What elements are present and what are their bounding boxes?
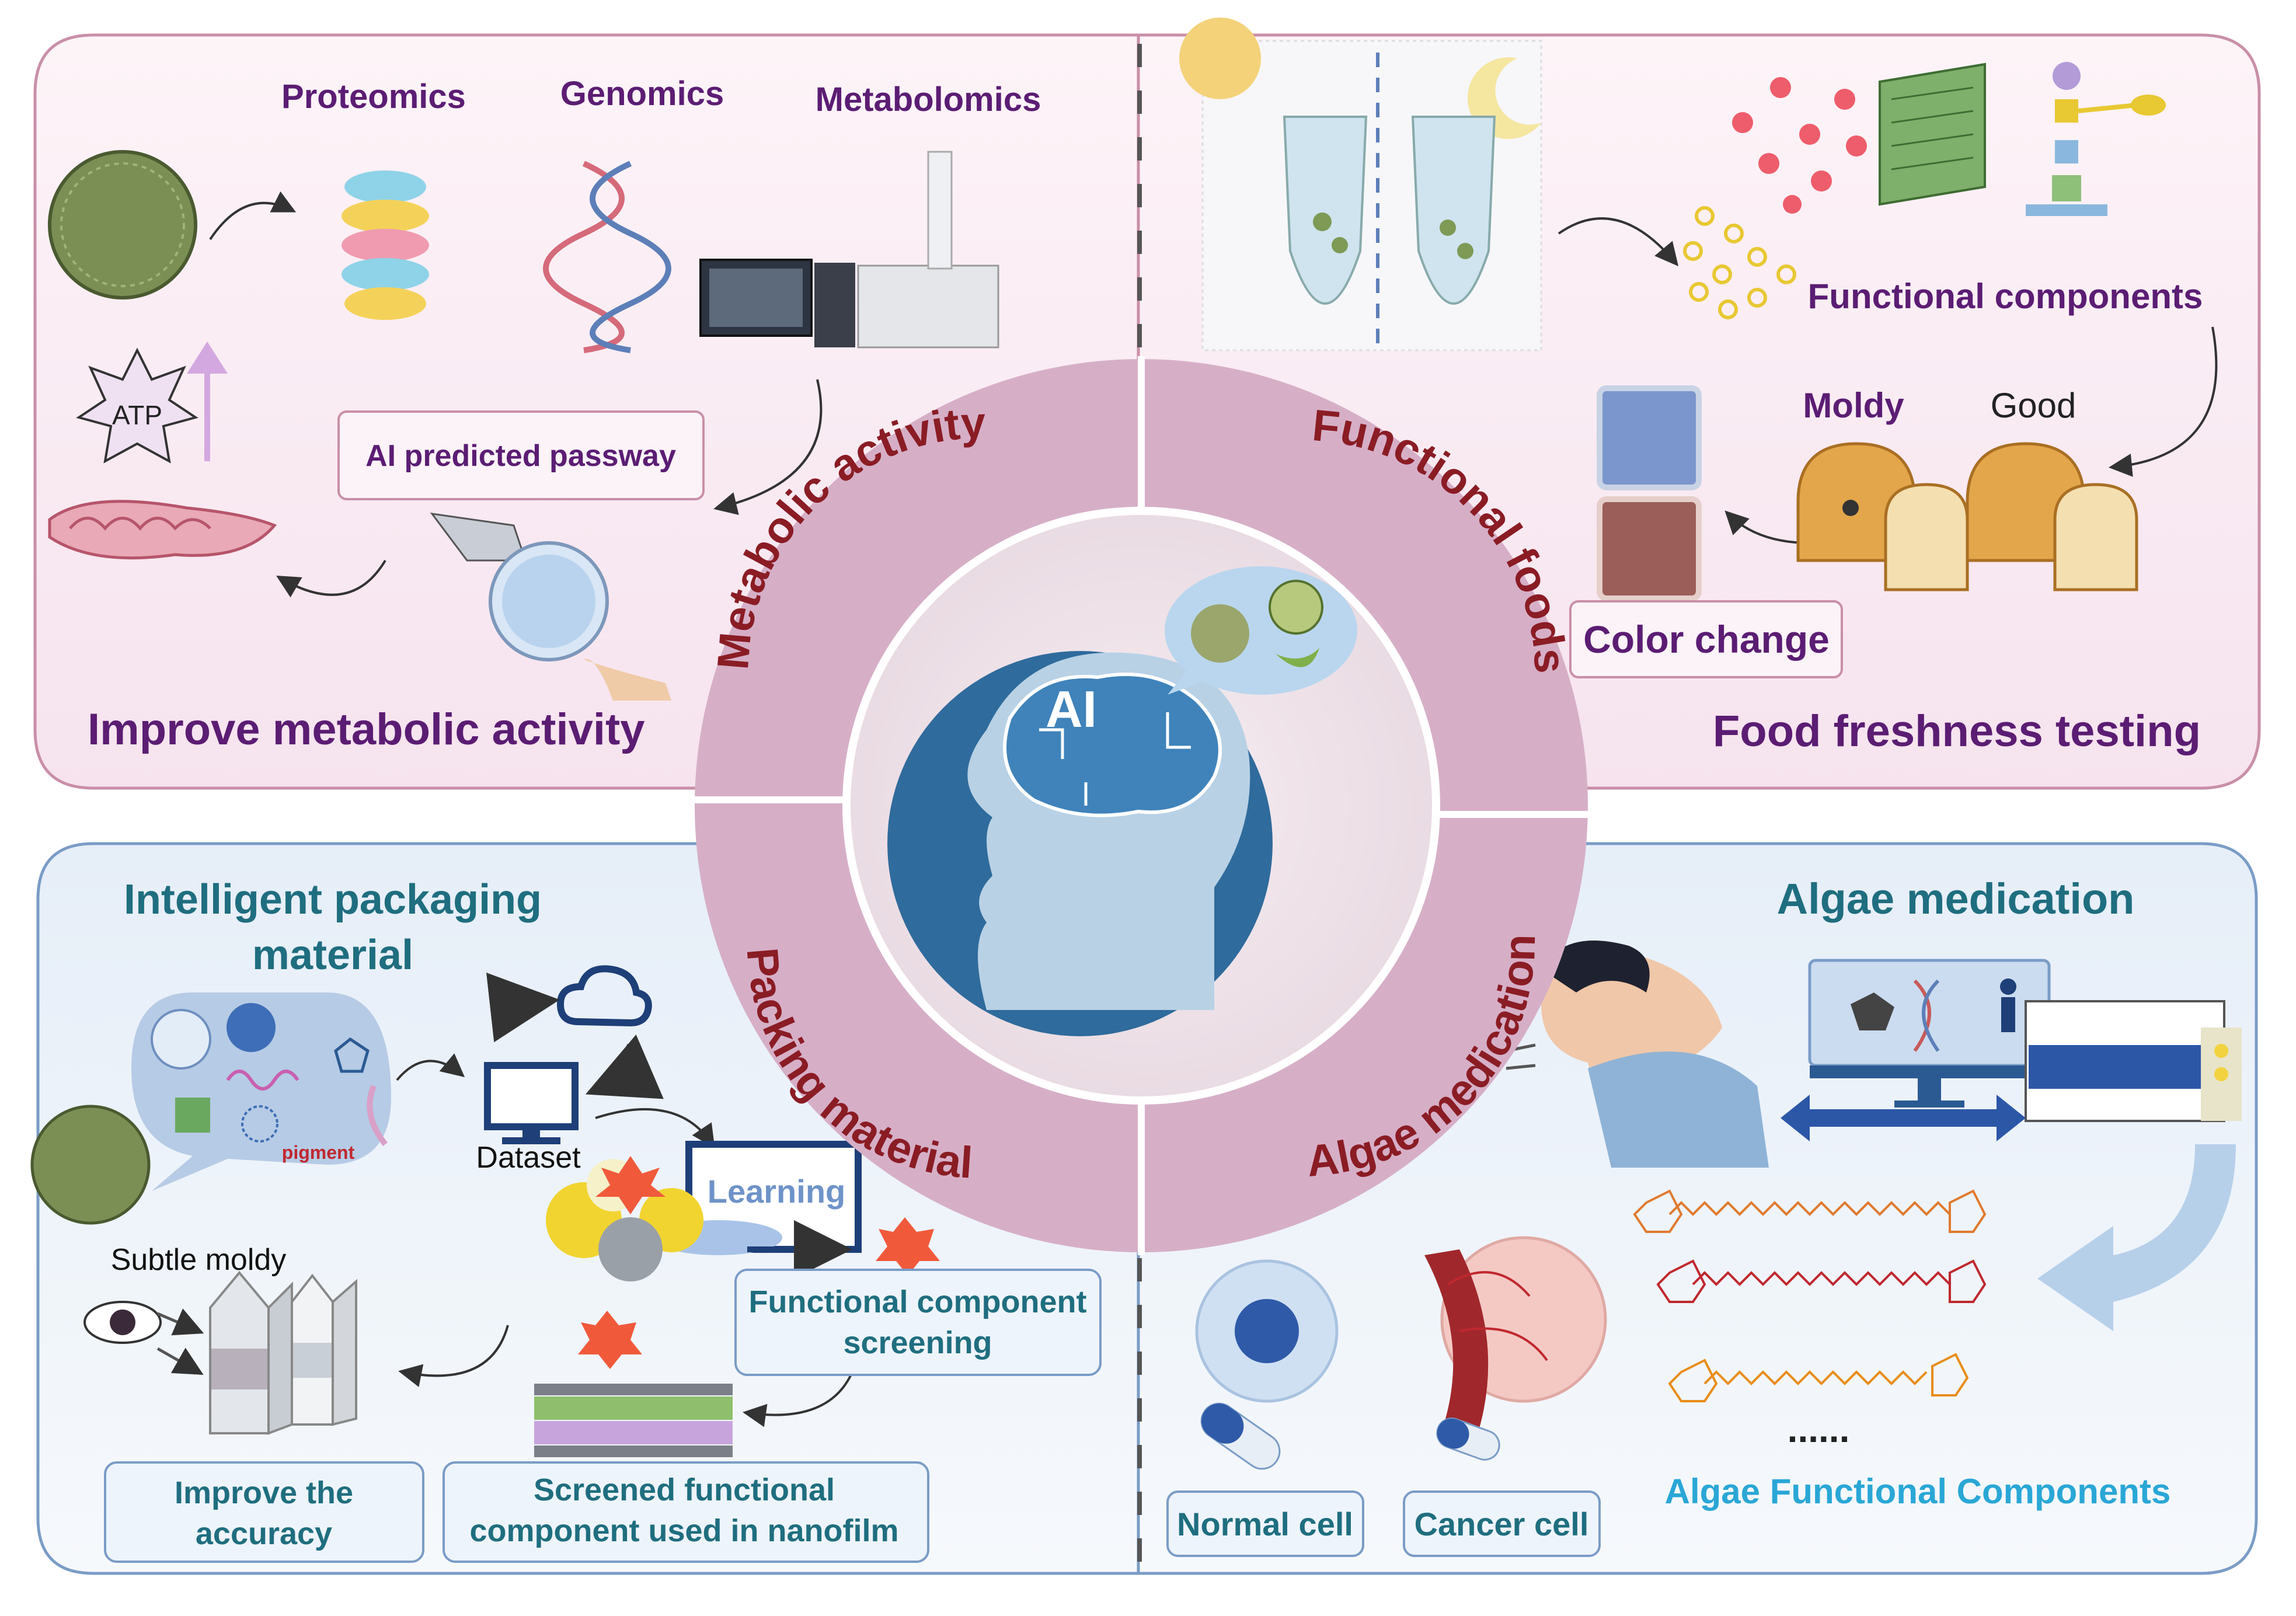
cancer-cell-icon <box>1424 1236 1607 1436</box>
molecules-cluster-icon <box>546 1156 703 1281</box>
bread-good-icon <box>1966 442 2138 591</box>
packaging-bag-brown-icon <box>1597 496 1702 601</box>
top-left-illustrations: ATP <box>48 150 999 701</box>
top-right-title: Food freshness testing <box>1713 706 2201 756</box>
cancer-cell-box <box>1403 1490 1601 1557</box>
milk-carton-moldy-icon <box>209 1270 293 1435</box>
omics-label-genomics: Genomics <box>560 75 724 113</box>
bottom-left-title-line2: material <box>252 932 413 978</box>
tube-night-icon <box>1411 116 1496 305</box>
mitochondria-icon <box>48 500 277 560</box>
bottom-right-illustrations <box>1195 941 2242 1470</box>
protein-stack-icon <box>342 170 429 320</box>
accuracy-label-line1: Improve the <box>175 1475 353 1510</box>
center-ai-label: AI <box>1046 680 1097 738</box>
burst-red-icon <box>876 1217 940 1276</box>
milk-carton-good-icon <box>291 1273 357 1426</box>
double-arrow-icon <box>1781 1095 2026 1141</box>
normal-cell-label: Normal cell <box>1177 1506 1353 1542</box>
medicine-pack-icon <box>2025 1000 2242 1122</box>
bread-moldy-icon <box>1796 442 1969 591</box>
red-particles-icon <box>1732 77 1867 214</box>
nanofilm-layers-icon <box>534 1311 733 1457</box>
curved-arrow-icon <box>2037 1144 2236 1331</box>
carotenoid-molecule-1-icon <box>1633 1189 1987 1233</box>
screening-box <box>734 1269 1102 1376</box>
nanofilm-box <box>443 1461 929 1563</box>
bottom-left-illustrations <box>30 965 940 1457</box>
molecule-ellipsis: ...... <box>1788 1408 1850 1450</box>
color-change-box <box>1569 600 1843 678</box>
atp-star-icon <box>76 347 198 464</box>
top-left-title: Improve metabolic activity <box>88 705 645 754</box>
green-mesh-icon <box>1879 62 1986 206</box>
omics-label-metabolomics: Metabolomics <box>816 81 1041 119</box>
sync-arrow-bottom-icon <box>585 1034 664 1099</box>
cloud-icon <box>556 965 652 1027</box>
color-change-label: Color change <box>1583 618 1830 661</box>
algae-cluster-icon <box>1191 604 1249 663</box>
algae-sphere-icon <box>1269 580 1323 635</box>
learning-label: Learning <box>708 1173 845 1210</box>
robot-hand-icon <box>430 513 671 701</box>
dataset-label: Dataset <box>476 1141 581 1175</box>
ai-pathway-label: AI predicted passway <box>365 439 676 473</box>
accuracy-box <box>104 1461 424 1563</box>
screening-label-line1: Functional component <box>749 1284 1087 1319</box>
carotenoid-molecule-3-icon <box>1668 1353 1969 1402</box>
capsule-icon-normal <box>1200 1402 1281 1470</box>
nanofilm-label-line2: component used in nanofilm <box>469 1513 898 1548</box>
algae-components-label: Algae Functional Components <box>1665 1472 2171 1511</box>
ai-pathway-box <box>337 410 705 500</box>
eye-icon <box>83 1301 162 1344</box>
algae-crescent-icon <box>1276 648 1319 667</box>
center-ring: AI Metabolic activity Functional foods P… <box>692 356 1591 1255</box>
bottom-right-title: Algae medication <box>1777 875 2135 923</box>
brain-icon <box>1003 673 1222 817</box>
subtle-moldy-label: Subtle moldy <box>111 1243 287 1277</box>
omics-label-proteomics: Proteomics <box>281 78 466 116</box>
yellow-rings-icon <box>1683 206 1796 319</box>
moldy-label: Moldy <box>1803 386 1904 425</box>
tube-day-icon <box>1283 116 1368 305</box>
computer-dataset-icon <box>484 1062 579 1144</box>
good-label: Good <box>1991 386 2076 425</box>
mass-spectrometer-icon <box>699 151 999 349</box>
up-arrow-icon <box>187 342 228 461</box>
algae-cell-small-icon <box>30 1105 151 1225</box>
nanofilm-label-line1: Screened functional <box>534 1472 835 1507</box>
molecule-chain-icon <box>2026 62 2166 216</box>
accuracy-label-line2: accuracy <box>196 1516 332 1551</box>
omics-labels: Proteomics Genomics Metabolomics <box>281 75 1041 119</box>
normal-cell-box <box>1166 1490 1364 1557</box>
coughing-patient-icon <box>1506 941 1769 1168</box>
screening-label-line2: screening <box>843 1325 992 1360</box>
carotenoid-molecule-2-icon <box>1656 1259 1987 1303</box>
monitor-icon <box>1808 959 2051 1107</box>
capsule-icon-cancer <box>1436 1418 1500 1461</box>
atp-label: ATP <box>112 400 162 430</box>
packaging-bag-blue-icon <box>1597 385 1702 490</box>
algae-cell-icon <box>48 150 197 299</box>
pigment-label: pigment <box>282 1142 355 1163</box>
normal-cell-icon <box>1195 1259 1339 1403</box>
cancer-cell-label: Cancer cell <box>1414 1506 1589 1542</box>
sun-icon <box>1179 18 1261 99</box>
functional-components-label: Functional components <box>1808 277 2203 316</box>
top-right-illustrations <box>1179 18 2218 601</box>
bottom-left-title-line1: Intelligent packaging <box>124 876 542 923</box>
sync-arrow-top-icon <box>486 973 560 1043</box>
dna-helix-icon <box>543 161 671 353</box>
